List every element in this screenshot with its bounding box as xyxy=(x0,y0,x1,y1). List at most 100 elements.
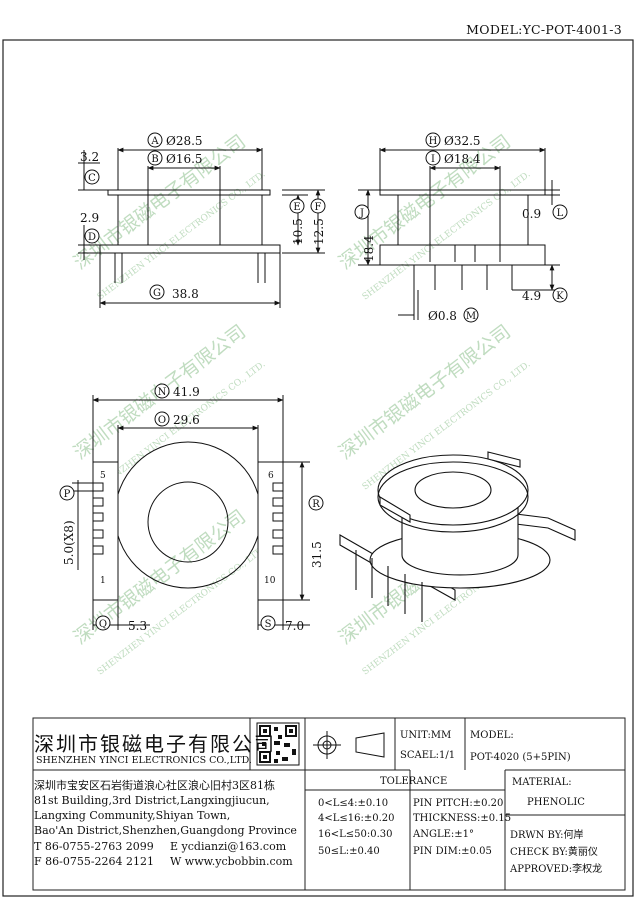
dim-s: 7.0 xyxy=(285,619,304,633)
model-code: MODEL:YC-POT-4001-3 xyxy=(466,22,622,37)
balloon-m: M xyxy=(463,307,479,323)
pin-1-label: 1 xyxy=(100,576,106,586)
tolerance-row-3: 16<L≤50:0.30 xyxy=(318,829,393,840)
front-view xyxy=(78,147,325,308)
balloon-s: S xyxy=(260,615,276,631)
scale: SCAEL:1/1 xyxy=(400,750,456,761)
tolerance-title: TOLERANCE xyxy=(380,776,448,787)
sheet-border xyxy=(2,39,634,897)
material-value: PHENOLIC xyxy=(527,797,585,808)
tolerance-row-4: 50≤L:±0.40 xyxy=(318,846,380,857)
drawn-by: DRWN BY:何岸 xyxy=(510,830,584,841)
balloon-b: B xyxy=(147,150,163,166)
balloon-n: N xyxy=(154,383,170,399)
dim-h: Ø32.5 xyxy=(444,134,481,148)
approved-by: APPROVED:李权龙 xyxy=(510,864,603,875)
svg-text:H: H xyxy=(429,136,438,147)
dim-q: 5.3 xyxy=(128,619,147,633)
dim-r: 31.5 xyxy=(310,541,324,568)
pin-10-label: 10 xyxy=(264,576,276,586)
balloon-r: R xyxy=(308,495,324,511)
pin-6-label: 6 xyxy=(268,471,274,481)
balloon-h: H xyxy=(425,132,441,148)
dim-o: 29.6 xyxy=(173,413,200,427)
svg-text:N: N xyxy=(158,387,167,398)
watermark: 深圳市银磁电子有限公司 SHENZHEN YINCI ELECTRONICS C… xyxy=(70,131,533,678)
dim-g: 38.8 xyxy=(172,287,199,301)
top-view xyxy=(72,395,310,630)
svg-text:B: B xyxy=(151,154,158,165)
company-name-en: SHENZHEN YINCI ELECTRONICS CO.,LTD. xyxy=(36,755,252,766)
dim-j: 18.4 xyxy=(362,235,376,262)
dim-l: 0.9 xyxy=(522,207,541,221)
dim-i: Ø18.4 xyxy=(444,152,481,166)
svg-text:A: A xyxy=(150,136,159,147)
address-cn: 深圳市宝安区石岩街道浪心社区浪心旧村3区81栋 xyxy=(34,779,275,792)
phone: T 86-0755-2763 2099 xyxy=(34,840,154,853)
projection-symbol-icon xyxy=(313,731,385,759)
balloon-g: G xyxy=(149,284,165,300)
svg-text:F: F xyxy=(315,202,322,213)
svg-text:J: J xyxy=(359,208,364,219)
dim-f: 12.5 xyxy=(312,218,326,245)
svg-text:O: O xyxy=(158,415,166,426)
svg-text:Q: Q xyxy=(99,619,107,630)
balloon-j: J xyxy=(354,204,370,220)
balloon-e: E xyxy=(289,198,305,214)
dim-c: 3.2 xyxy=(80,150,99,164)
svg-text:C: C xyxy=(88,173,96,184)
pin-dim: PIN DIM:±0.05 xyxy=(413,846,492,857)
balloon-a: A xyxy=(147,132,163,148)
balloon-q: Q xyxy=(95,615,111,631)
balloon-o: O xyxy=(154,411,170,427)
website: W www.ycbobbin.com xyxy=(170,855,293,868)
model-value: POT-4020 (5+5PIN) xyxy=(470,752,571,763)
fax: F 86-0755-2264 2121 xyxy=(34,855,155,868)
isometric-view xyxy=(339,451,576,622)
thickness: THICKNESS:±0.15 xyxy=(413,813,512,824)
model-label: MODEL: xyxy=(470,730,514,741)
dim-e: 10.5 xyxy=(291,218,305,245)
side-view xyxy=(358,147,560,320)
dim-a: Ø28.5 xyxy=(166,134,203,148)
svg-text:M: M xyxy=(466,311,476,322)
tolerance-row-1: 0<L≤4:±0.10 xyxy=(318,798,389,809)
svg-text:P: P xyxy=(64,489,71,500)
dim-b: Ø16.5 xyxy=(166,152,203,166)
unit: UNIT:MM xyxy=(400,730,452,741)
tolerance-row-2: 4<L≤16:±0.20 xyxy=(318,813,395,824)
email: E ycdianzi@163.com xyxy=(170,840,287,853)
balloon-c: C xyxy=(84,169,100,185)
svg-text:G: G xyxy=(153,288,161,299)
address-en-line3: Bao'An District,Shenzhen,Guangdong Provi… xyxy=(34,824,297,837)
pin-5-label: 5 xyxy=(100,471,106,481)
balloon-i: I xyxy=(425,150,441,166)
address-en-line2: Langxing Community,Shiyan Town, xyxy=(34,809,231,822)
svg-text:E: E xyxy=(293,202,300,213)
pin-pitch: PIN PITCH:±0.20 xyxy=(413,798,504,809)
svg-text:R: R xyxy=(312,499,320,510)
svg-text:D: D xyxy=(88,232,96,243)
angle: ANGLE:±1° xyxy=(413,829,475,840)
material-label: MATERIAL: xyxy=(512,777,572,788)
balloon-d: D xyxy=(84,228,100,244)
svg-text:K: K xyxy=(556,291,564,302)
balloon-k: K xyxy=(552,287,568,303)
svg-text:L: L xyxy=(557,208,564,219)
svg-text:I: I xyxy=(431,154,435,165)
address-en-line1: 81st Building,3rd District,Langxingjiucu… xyxy=(34,794,270,807)
dim-p: 5.0(X8) xyxy=(62,520,76,565)
check-by: CHECK BY:黄丽仪 xyxy=(510,847,598,858)
balloon-p: P xyxy=(59,485,75,501)
balloon-l: L xyxy=(552,204,568,220)
balloon-f: F xyxy=(310,198,326,214)
dim-d: 2.9 xyxy=(80,211,99,225)
dim-m: Ø0.8 xyxy=(428,309,457,323)
company-name-cn: 深圳市银磁电子有限公司 xyxy=(34,732,276,756)
svg-text:S: S xyxy=(265,619,272,630)
dim-k: 4.9 xyxy=(522,289,541,303)
title-block-grid xyxy=(32,717,626,891)
qr-code-icon xyxy=(256,722,300,766)
dim-n: 41.9 xyxy=(173,385,200,399)
